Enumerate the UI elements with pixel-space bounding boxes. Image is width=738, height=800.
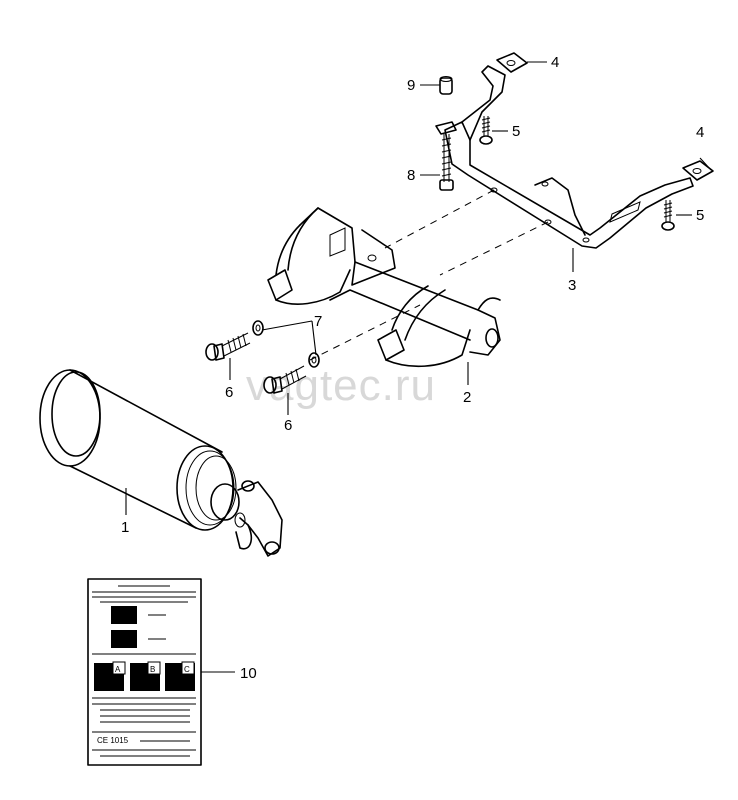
fire-class-c-label: C xyxy=(184,665,190,674)
clip-nut-right xyxy=(682,160,714,181)
fire-extinguisher xyxy=(39,369,283,557)
mounting-bracket xyxy=(444,65,694,249)
cradle-holder xyxy=(267,207,501,368)
callout-4-upper: 4 xyxy=(551,54,559,71)
callout-6-lower: 6 xyxy=(284,417,292,434)
screw-upper xyxy=(479,116,493,145)
leader-lines xyxy=(125,61,712,673)
callout-1: 1 xyxy=(121,519,129,536)
label-card-code: CE 1015 xyxy=(97,736,129,745)
callout-2: 2 xyxy=(463,389,471,406)
watermark: vagtec.ru xyxy=(246,361,436,410)
callout-4-right: 4 xyxy=(696,124,704,141)
callout-5-right: 5 xyxy=(696,207,704,224)
clip-nut-upper xyxy=(496,52,528,73)
fire-class-b-label: B xyxy=(150,665,155,674)
bolt-lower xyxy=(263,365,307,394)
stud-bolt xyxy=(435,121,457,191)
callout-5-upper: 5 xyxy=(512,123,520,140)
callout-10: 10 xyxy=(240,665,257,682)
callout-3: 3 xyxy=(568,277,576,294)
bolt-upper xyxy=(205,332,251,361)
callout-6-upper: 6 xyxy=(225,384,233,401)
fire-class-a-label: A xyxy=(115,665,121,674)
washer-lower xyxy=(308,352,320,368)
cap-nut xyxy=(439,76,453,95)
callout-7: 7 xyxy=(314,313,322,330)
callout-8: 8 xyxy=(407,167,415,184)
callout-9: 9 xyxy=(407,77,415,94)
warning-label-card: A B C CE 1015 xyxy=(87,578,202,766)
screw-right xyxy=(661,200,675,231)
washer-upper xyxy=(252,320,264,336)
